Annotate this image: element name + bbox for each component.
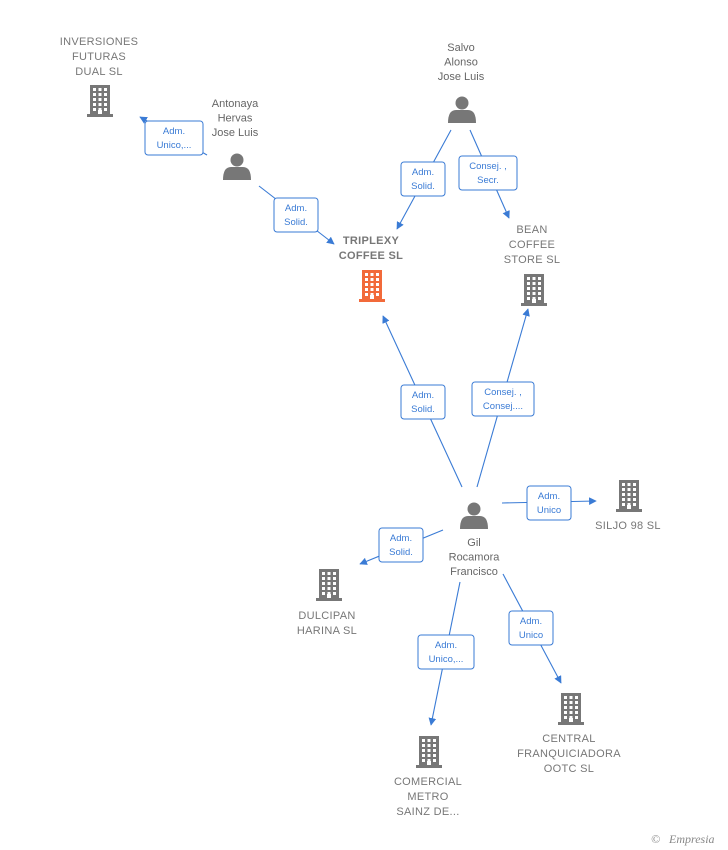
edge-label-text: Unico	[537, 505, 561, 516]
node-label-line: Francisco	[450, 566, 498, 578]
edge-label-text: Unico	[519, 630, 543, 641]
edge-antonaya-inversiones: Adm. Unico,...	[139, 116, 208, 156]
node-label-line: Alonso	[444, 57, 478, 69]
edge-gil-central: Adm. Unico	[502, 573, 562, 684]
edge-label-text: Adm.	[390, 533, 412, 544]
node-label-line: Jose Luis	[438, 71, 485, 83]
edge-label[interactable]: Adm. Solid.	[273, 197, 319, 233]
edge-label-text: Adm.	[538, 491, 560, 502]
building-icon	[87, 85, 113, 117]
node-label-line: INVERSIONES	[60, 36, 139, 48]
edge-salvo-triplexy: Adm. Solid.	[396, 129, 452, 230]
edge-label-text: Secr.	[477, 175, 499, 186]
building-icon	[558, 693, 584, 725]
node-label-line: Salvo	[447, 42, 475, 54]
node-label-line: COFFEE	[509, 239, 555, 251]
node-label-line: STORE SL	[504, 254, 561, 266]
edge-label-text: Unico,...	[429, 654, 464, 665]
edge-label-text: Adm.	[520, 616, 542, 627]
node-label-line: HARINA SL	[297, 625, 357, 637]
company-node-comercial[interactable]: COMERCIAL METRO SAINZ DE...	[394, 736, 462, 818]
edge-label-text: Solid.	[284, 217, 308, 228]
node-label-line: DUAL SL	[75, 66, 123, 78]
edge-label-text: Solid.	[411, 404, 435, 415]
person-icon	[460, 502, 488, 529]
footer: © Empresia	[651, 832, 715, 846]
person-icon	[223, 153, 251, 180]
node-label-line: COMERCIAL	[394, 776, 462, 788]
building-icon	[521, 274, 547, 306]
node-label-line: COFFEE SL	[339, 250, 403, 262]
edge-gil-dulcipan: Adm. Solid.	[359, 527, 444, 565]
edge-label-text: Adm.	[285, 203, 307, 214]
node-label-line: Hervas	[218, 113, 253, 125]
edge-label[interactable]: Adm. Solid.	[400, 384, 446, 420]
node-label-line: Gil	[467, 537, 480, 549]
edge-antonaya-triplexy: Adm. Solid.	[258, 185, 335, 245]
node-label-line: Jose Luis	[212, 127, 259, 139]
node-label-line: SAINZ DE...	[396, 806, 459, 818]
company-node-triplexy[interactable]: TRIPLEXY COFFEE SL	[339, 235, 403, 302]
edge-gil-triplexy: Adm. Solid.	[382, 315, 463, 488]
node-label-line: FUTURAS	[72, 51, 126, 63]
company-node-bean[interactable]: BEAN COFFEE STORE SL	[504, 224, 561, 306]
edge-label-text: Adm.	[412, 390, 434, 401]
edge-label[interactable]: Adm. Unico,...	[417, 634, 475, 670]
nodes-layer: TRIPLEXY COFFEE SL INVERSIONES FUTURAS DUAL …	[60, 36, 661, 818]
edge-label[interactable]: Adm. Unico	[526, 485, 572, 521]
node-label-line: BEAN	[516, 224, 547, 236]
edge-label[interactable]: Adm. Solid.	[400, 161, 446, 197]
building-icon	[359, 270, 385, 302]
edge-label-text: Unico,...	[157, 140, 192, 151]
edge-label[interactable]: Adm. Solid.	[378, 527, 424, 563]
building-icon	[316, 569, 342, 601]
building-icon	[616, 480, 642, 512]
edge-label-text: Adm.	[412, 167, 434, 178]
edge-label-text: Consej. ,	[469, 161, 507, 172]
edge-label[interactable]: Consej. , Secr.	[458, 155, 518, 191]
edge-gil-bean: Consej. , Consej....	[471, 308, 535, 488]
node-label-line: CENTRAL	[542, 733, 595, 745]
node-label-line: TRIPLEXY	[343, 235, 400, 247]
person-icon	[448, 96, 476, 123]
edge-label-text: Consej. ,	[484, 387, 522, 398]
edge-label[interactable]: Adm. Unico,...	[144, 120, 204, 156]
company-node-inversiones[interactable]: INVERSIONES FUTURAS DUAL SL	[60, 36, 139, 117]
edge-salvo-bean: Consej. , Secr.	[458, 129, 518, 219]
company-node-dulcipan[interactable]: DULCIPAN HARINA SL	[297, 569, 357, 637]
edge-label-text: Adm.	[435, 640, 457, 651]
building-icon	[416, 736, 442, 768]
edge-label-text: Consej....	[483, 401, 523, 412]
company-node-central[interactable]: CENTRAL FRANQUICIADORA OOTC SL	[517, 693, 621, 775]
edge-label[interactable]: Consej. , Consej....	[471, 381, 535, 417]
node-label-line: FRANQUICIADORA	[517, 748, 621, 760]
node-label-line: METRO	[407, 791, 448, 803]
edge-label-text: Solid.	[411, 181, 435, 192]
brand-logo[interactable]: Empresia	[668, 832, 715, 846]
edge-gil-comercial: Adm. Unico,...	[417, 581, 475, 726]
node-label-line: DULCIPAN	[298, 610, 355, 622]
company-node-siljo[interactable]: SILJO 98 SL	[595, 480, 661, 532]
node-label-line: OOTC SL	[544, 763, 594, 775]
edge-label-text: Adm.	[163, 126, 185, 137]
node-label-line: Antonaya	[212, 98, 259, 110]
node-label-line: SILJO 98 SL	[595, 520, 661, 532]
copyright-symbol: ©	[651, 832, 660, 846]
edge-label[interactable]: Adm. Unico	[508, 610, 554, 646]
node-label-line: Rocamora	[449, 552, 501, 564]
edges-layer: Adm. Unico,... Adm. Solid. Adm. Solid. Consej.…	[139, 116, 597, 726]
edge-gil-siljo: Adm. Unico	[501, 485, 597, 521]
edge-label-text: Solid.	[389, 547, 413, 558]
